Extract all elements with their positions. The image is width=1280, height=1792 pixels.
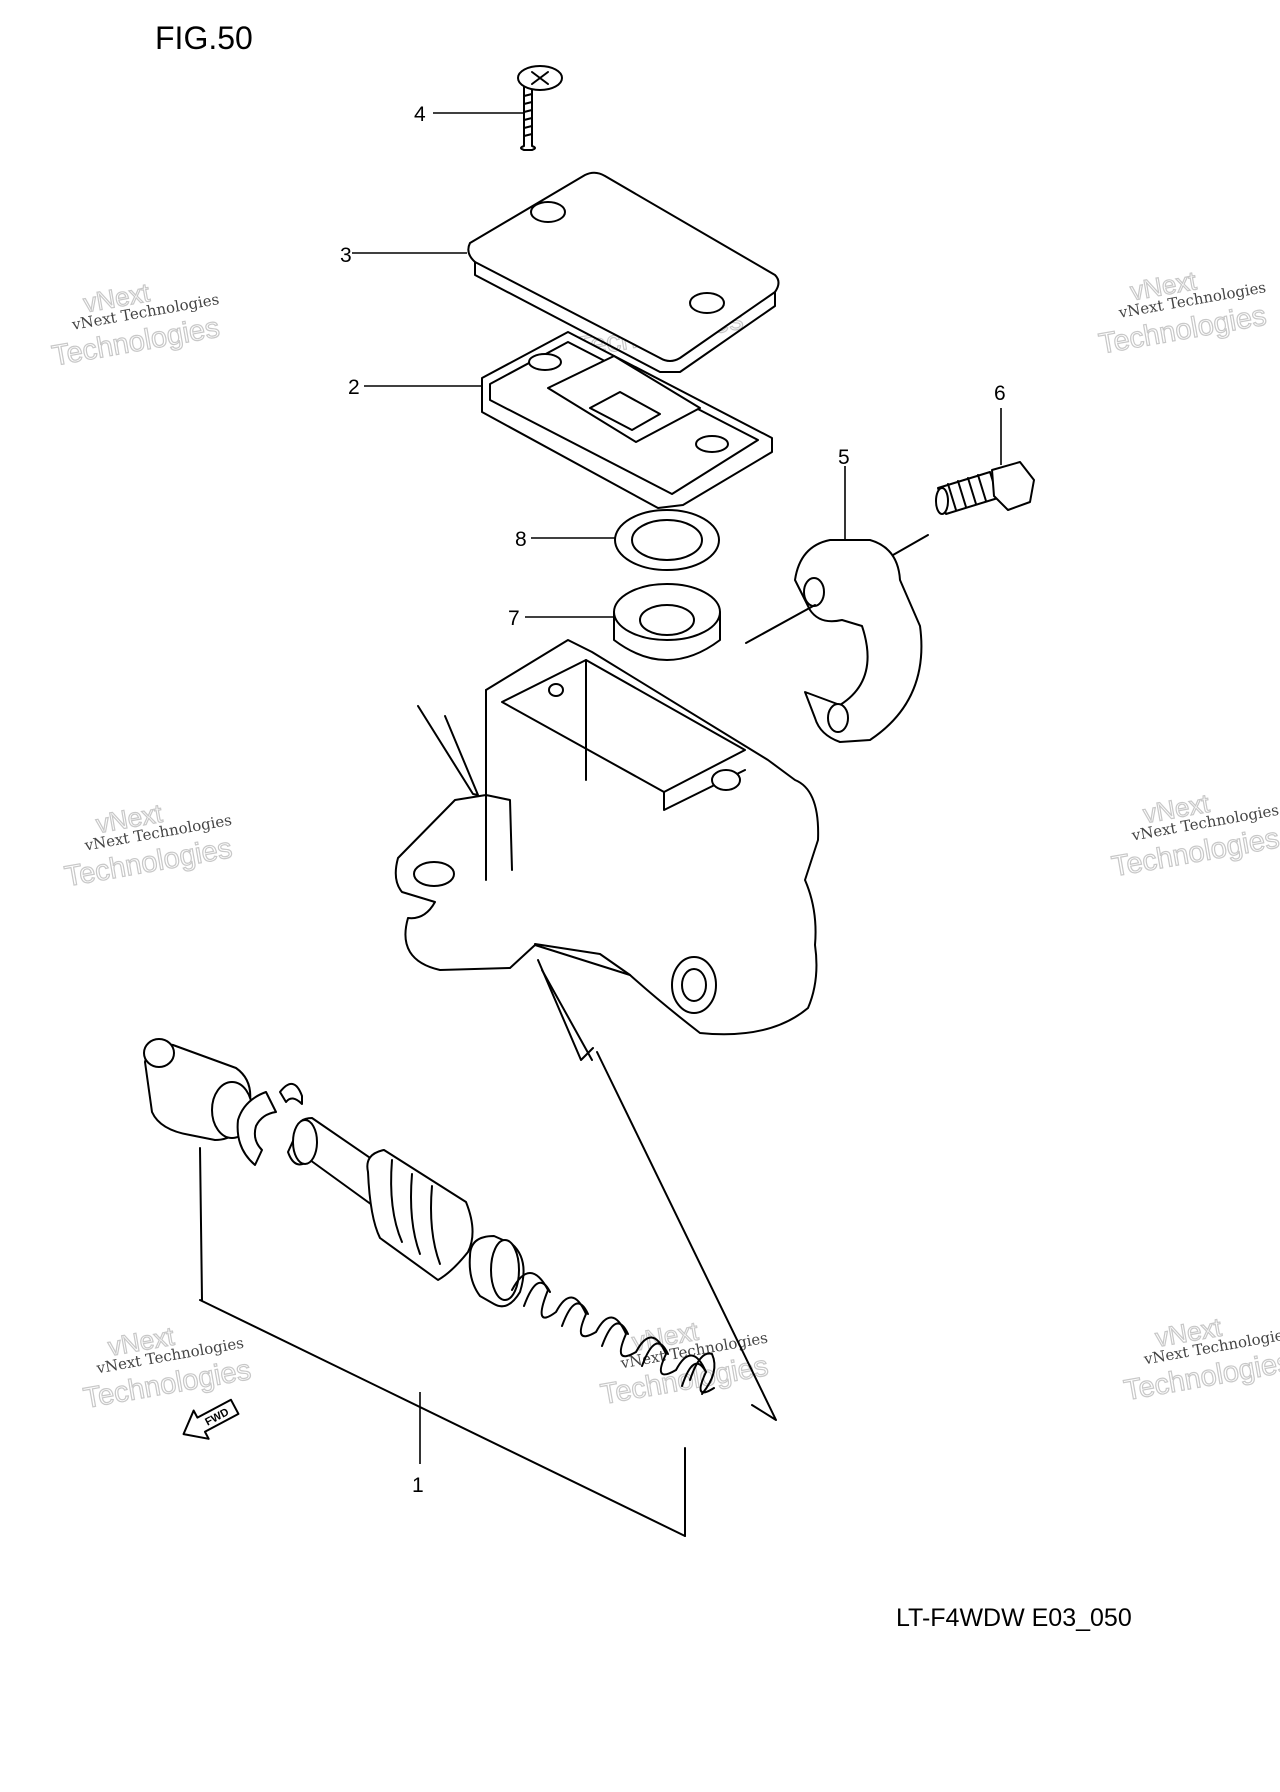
watermark-4: vNext vNext Technologies Technologies [62, 797, 235, 894]
part-5-clamp[interactable] [745, 466, 929, 743]
watermark-7: vNext vNext Technologies Technologies [81, 1320, 254, 1415]
callout-2: 2 [348, 376, 360, 399]
part-6-bolt[interactable] [935, 408, 1035, 515]
callout-4: 4 [414, 103, 426, 126]
figure-title: FIG.50 [155, 20, 253, 56]
watermark-9: vNext vNext Technologies Technologies [1121, 1311, 1280, 1408]
part-2-diaphragm[interactable] [364, 331, 773, 509]
callout-6: 6 [994, 382, 1006, 405]
part-4-screw[interactable] [433, 65, 563, 151]
callout-7: 7 [508, 607, 520, 630]
part-7-boot[interactable] [525, 583, 721, 661]
part-3-reservoir-cap[interactable] [352, 171, 780, 373]
watermark-6: vNext vNext Technologies Technologies [1109, 787, 1280, 884]
callout-5: 5 [838, 446, 850, 469]
watermark-3: vNext vNext Technologies Technologies [1096, 265, 1269, 362]
callout-3: 3 [340, 244, 352, 267]
watermark-1: vNext vNext Technologies Technologies [49, 277, 222, 374]
part-1-master-cylinder-body[interactable] [394, 639, 820, 1421]
drawing-code: LT-F4WDW E03_050 [896, 1604, 1132, 1632]
part-1-piston-assembly[interactable] [143, 1038, 716, 1537]
part-8-plate[interactable] [531, 509, 720, 571]
callout-8: 8 [515, 528, 527, 551]
callout-1: 1 [412, 1474, 424, 1497]
fwd-arrow: FWD [182, 1398, 240, 1440]
